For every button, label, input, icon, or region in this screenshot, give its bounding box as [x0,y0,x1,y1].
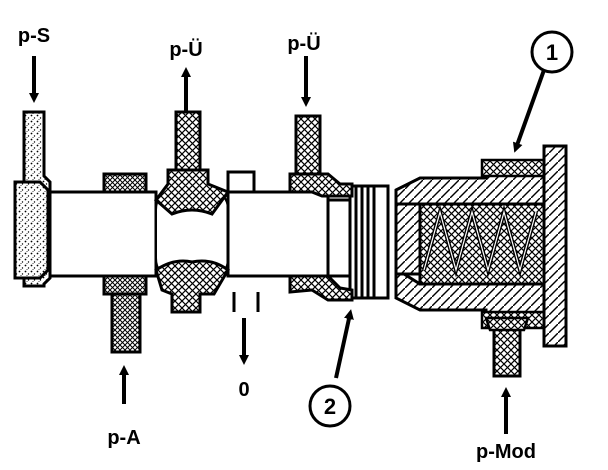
callout-1-leader [512,69,546,153]
callout-1: 1 [530,30,574,74]
p-u-right-channel [288,114,354,302]
callout-2-leader [334,309,354,379]
p-a-label: p-A [107,427,140,449]
spring-chamber [418,202,546,286]
exhaust-label: 0 [238,379,249,401]
callout-2: 2 [308,384,352,428]
p-mod-label: p-Mod [476,441,536,463]
p-s-supply-channel [13,110,52,288]
callout-2-label: 2 [324,394,336,419]
callout-1-label: 1 [546,40,558,65]
p-u-right-label: p-Ü [287,32,320,55]
p-mod-channel [484,316,530,378]
exhaust-port [226,170,260,312]
flow-arrows [29,56,546,434]
p-a-channel [102,172,148,354]
p-s-label: p-S [18,25,50,47]
p-u-left-label: p-Ü [169,38,202,61]
